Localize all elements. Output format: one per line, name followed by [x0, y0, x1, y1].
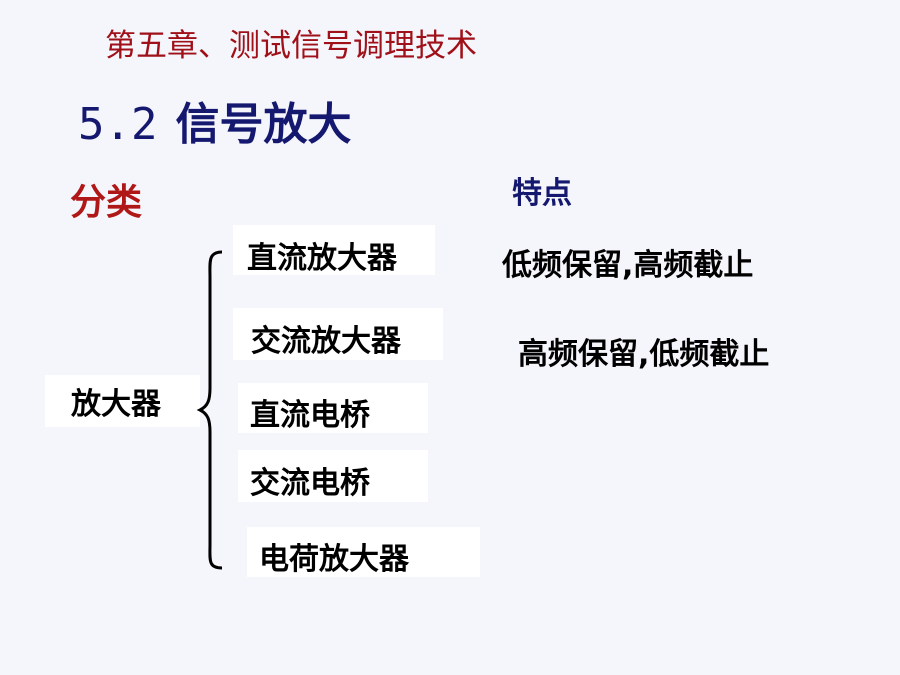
chapter-title: 第五章、测试信号调理技术 [105, 28, 477, 64]
type-dc-bridge: 直流电桥 [238, 383, 428, 433]
type-charge-amplifier: 电荷放大器 [247, 527, 480, 577]
category-heading: 分类 [70, 182, 143, 223]
root-amplifier-label: 放大器 [45, 375, 200, 427]
feature-dc-amplifier: 低频保留,高频截止 [502, 248, 754, 283]
type-dc-amplifier: 直流放大器 [233, 225, 435, 276]
section-title: 信号放大 [175, 99, 352, 150]
type-ac-bridge: 交流电桥 [238, 450, 428, 502]
section-number: 5.2 [78, 99, 158, 150]
features-heading: 特点 [512, 176, 572, 211]
type-ac-amplifier: 交流放大器 [233, 308, 443, 360]
curly-brace [196, 250, 223, 570]
feature-ac-amplifier: 高频保留,低频截止 [518, 337, 770, 372]
section-heading: 5.2 信号放大 [78, 88, 351, 152]
